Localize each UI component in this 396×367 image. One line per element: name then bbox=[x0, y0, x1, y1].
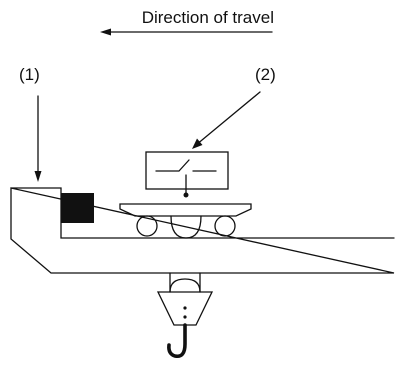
limit-switch bbox=[145, 151, 229, 198]
end-stop-block bbox=[61, 193, 94, 223]
hook-block-dot-1 bbox=[183, 306, 187, 310]
direction-of-travel-label: Direction of travel bbox=[142, 8, 274, 27]
callout-1-arrow bbox=[34, 95, 42, 182]
trolley-drum bbox=[170, 215, 202, 239]
hook-icon bbox=[167, 323, 187, 359]
switch-pivot bbox=[183, 192, 189, 198]
trolley bbox=[119, 203, 252, 239]
callout-2-arrow bbox=[192, 91, 261, 149]
callout-1-label: (1) bbox=[19, 65, 40, 84]
switch-contact-symbol bbox=[155, 159, 217, 196]
direction-arrow bbox=[100, 28, 273, 36]
hook-block bbox=[156, 272, 214, 359]
switch-housing bbox=[145, 151, 229, 190]
callout-2-label: (2) bbox=[255, 65, 276, 84]
trolley-wheel-right bbox=[214, 215, 236, 237]
sheave bbox=[169, 278, 201, 293]
hook-block-body bbox=[156, 291, 214, 326]
hook-block-dot-2 bbox=[183, 315, 187, 319]
trolley-wheel-left bbox=[136, 215, 158, 237]
trolley-body bbox=[119, 203, 252, 217]
